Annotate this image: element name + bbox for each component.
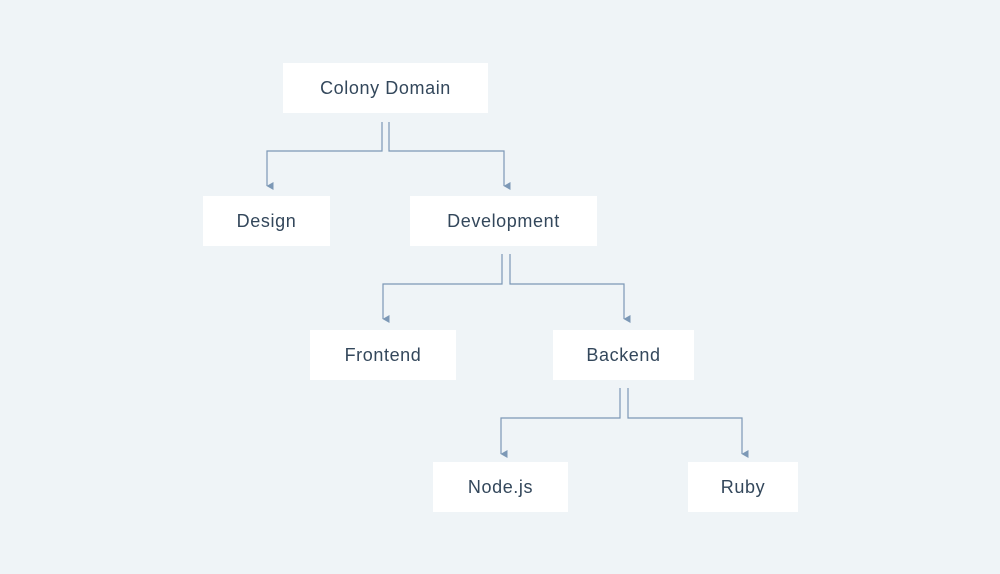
- node-label: Node.js: [467, 476, 534, 497]
- connector-development-backend: [509, 254, 631, 323]
- node-development[interactable]: Development: [410, 196, 597, 246]
- node-backend[interactable]: Backend: [553, 330, 694, 380]
- node-ruby[interactable]: Ruby: [688, 462, 798, 512]
- node-nodejs[interactable]: Node.js: [433, 462, 568, 512]
- node-label: Design: [236, 210, 297, 231]
- connector-root-design: [266, 122, 383, 190]
- node-label: Ruby: [720, 476, 766, 497]
- connector-backend-nodejs: [500, 388, 621, 458]
- node-frontend[interactable]: Frontend: [310, 330, 456, 380]
- node-label: Development: [447, 210, 560, 231]
- connector-development-frontend: [382, 254, 503, 323]
- node-label: Frontend: [344, 344, 422, 365]
- connector-backend-ruby: [627, 388, 749, 458]
- node-colony-domain[interactable]: Colony Domain: [283, 63, 488, 113]
- node-label: Colony Domain: [320, 77, 451, 98]
- node-design[interactable]: Design: [203, 196, 330, 246]
- connector-root-development: [388, 122, 511, 190]
- node-label: Backend: [586, 344, 661, 365]
